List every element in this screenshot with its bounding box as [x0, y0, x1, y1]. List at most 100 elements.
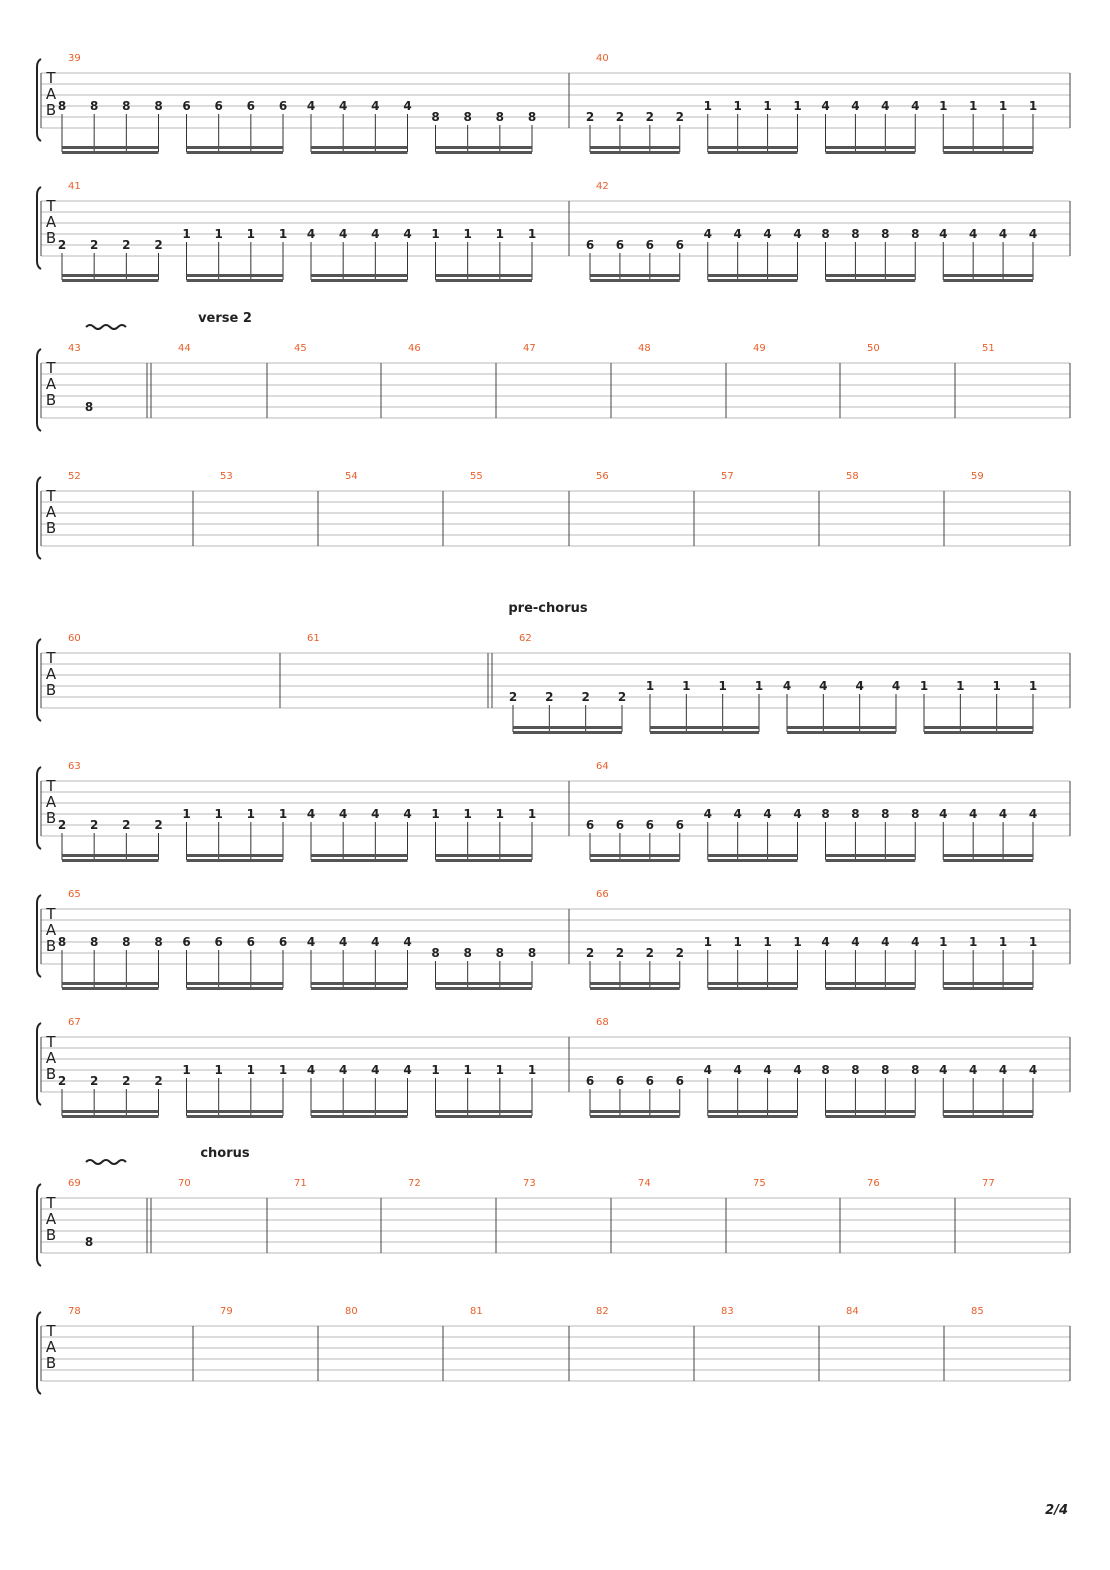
fret-number: 6 — [616, 818, 624, 832]
fret-number: 1 — [496, 1063, 504, 1077]
measure-number: 48 — [638, 343, 651, 354]
fret-number: 8 — [851, 1063, 859, 1077]
beam — [62, 274, 159, 277]
fret-number: 1 — [182, 807, 190, 821]
fret-number: 6 — [586, 1074, 594, 1088]
fret-number: 2 — [90, 818, 98, 832]
measure-number: 77 — [982, 1178, 995, 1189]
fret-number: 1 — [214, 807, 222, 821]
fret-number: 8 — [528, 110, 536, 124]
beam — [825, 987, 916, 990]
fret-number: 8 — [122, 935, 130, 949]
fret-number: 1 — [999, 99, 1007, 113]
beam — [311, 274, 408, 277]
measure-number: 69 — [68, 1178, 81, 1189]
beam — [590, 279, 680, 282]
fret-number: 4 — [1029, 227, 1037, 241]
fret-number: 1 — [733, 99, 741, 113]
fret-number: 8 — [154, 935, 162, 949]
fret-number: 6 — [616, 1074, 624, 1088]
fret-number: 8 — [911, 807, 919, 821]
tab-clef-letter: B — [46, 809, 56, 827]
fret-number: 4 — [855, 679, 863, 693]
beam — [943, 859, 1033, 862]
fret-number: 4 — [911, 99, 919, 113]
tab-clef-letter: A — [46, 85, 57, 103]
beam — [186, 151, 283, 154]
beam — [943, 987, 1033, 990]
tab-clef-letter: T — [45, 1322, 56, 1340]
fret-number: 2 — [676, 110, 684, 124]
fret-number: 8 — [851, 227, 859, 241]
fret-number: 1 — [463, 807, 471, 821]
tab-clef-letter: B — [46, 1226, 56, 1244]
fret-number: 2 — [618, 690, 626, 704]
beam — [435, 279, 532, 282]
measure-number: 79 — [220, 1306, 233, 1317]
fret-number: 2 — [616, 946, 624, 960]
measure-number: 51 — [982, 343, 995, 354]
fret-number: 2 — [616, 110, 624, 124]
fret-number: 1 — [247, 1063, 255, 1077]
tab-clef-letter: B — [46, 681, 56, 699]
fret-number: 1 — [704, 935, 712, 949]
measure-number: 41 — [68, 181, 81, 192]
beam — [435, 859, 532, 862]
system-bracket — [36, 638, 42, 722]
fret-number: 8 — [85, 1235, 93, 1249]
beam — [707, 1115, 798, 1118]
tab-clef-letter: B — [46, 391, 56, 409]
beam — [707, 859, 798, 862]
fret-number: 1 — [214, 1063, 222, 1077]
page-number: 2/4 — [1045, 1503, 1068, 1518]
fret-number: 1 — [682, 679, 690, 693]
fret-number: 4 — [403, 227, 411, 241]
fret-number: 8 — [154, 99, 162, 113]
measure-number: 43 — [68, 343, 81, 354]
fret-number: 4 — [307, 807, 315, 821]
fret-number: 1 — [1029, 935, 1037, 949]
beam — [825, 151, 916, 154]
fret-number: 2 — [122, 818, 130, 832]
measure-number: 68 — [596, 1017, 609, 1028]
fret-number: 4 — [371, 935, 379, 949]
beam — [943, 151, 1033, 154]
measure-number: 65 — [68, 889, 81, 900]
beam — [435, 987, 532, 990]
beam — [707, 146, 798, 149]
beam — [943, 854, 1033, 857]
beam — [707, 274, 798, 277]
measure-number: 58 — [846, 471, 859, 482]
fret-number: 1 — [496, 227, 504, 241]
tab-clef-letter: A — [46, 1338, 57, 1356]
fret-number: 8 — [496, 946, 504, 960]
fret-number: 4 — [403, 935, 411, 949]
fret-number: 2 — [586, 110, 594, 124]
fret-number: 2 — [581, 690, 589, 704]
fret-number: 4 — [403, 99, 411, 113]
fret-number: 1 — [793, 99, 801, 113]
beam — [943, 1110, 1033, 1113]
measure-number: 52 — [68, 471, 81, 482]
beam — [707, 854, 798, 857]
beam — [590, 854, 680, 857]
fret-number: 4 — [339, 227, 347, 241]
fret-number: 4 — [793, 227, 801, 241]
beam — [311, 279, 408, 282]
fret-number: 4 — [704, 227, 712, 241]
measure-number: 76 — [867, 1178, 880, 1189]
fret-number: 4 — [969, 807, 977, 821]
fret-number: 6 — [646, 238, 654, 252]
fret-number: 1 — [992, 679, 1000, 693]
fret-number: 4 — [999, 807, 1007, 821]
fret-number: 4 — [793, 1063, 801, 1077]
fret-number: 1 — [528, 807, 536, 821]
fret-number: 4 — [307, 1063, 315, 1077]
fret-number: 4 — [999, 227, 1007, 241]
beam — [943, 982, 1033, 985]
measure-number: 82 — [596, 1306, 609, 1317]
beam — [62, 146, 159, 149]
system-bracket — [36, 1311, 42, 1395]
